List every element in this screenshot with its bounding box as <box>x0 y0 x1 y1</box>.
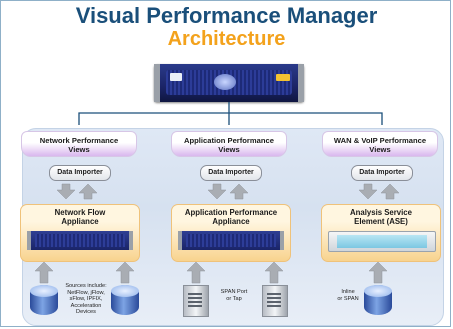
source-text: Inline <box>341 289 355 295</box>
ase-device-icon <box>328 231 436 252</box>
data-importer-application: Data Importer <box>200 165 262 181</box>
source-text: or Tap <box>226 295 242 302</box>
router-icon <box>111 285 139 315</box>
source-label-network: Sources include: NetFlow, jFlow, sFlow, … <box>60 283 112 316</box>
source-text: Sources include: <box>65 283 107 289</box>
view-label: Views <box>218 145 240 154</box>
application-performance-views: Application Performance Views <box>171 131 287 157</box>
appliance-device-icon <box>178 231 284 250</box>
appliance-label: Analysis Service <box>350 208 412 217</box>
source-text: NetFlow, jFlow, <box>67 289 105 296</box>
view-label: Views <box>68 145 90 154</box>
diagram-subtitle: Architecture <box>167 28 286 50</box>
source-label-wan: Inline or SPAN <box>330 289 366 302</box>
wan-voip-performance-views: WAN & VoIP Performance Views <box>322 131 438 157</box>
diagram-title: Visual Performance Manager <box>75 3 378 28</box>
view-label: Network Performance <box>39 136 119 145</box>
router-icon <box>30 285 58 315</box>
view-label: WAN & VoIP Performance <box>333 136 427 145</box>
source-text: Acceleration <box>70 302 102 309</box>
source-label-application: SPAN Port or Tap <box>212 289 256 302</box>
switch-icon <box>183 285 209 317</box>
view-label: Application Performance <box>184 136 274 145</box>
appliance-device-icon <box>27 231 133 250</box>
source-text: Devices <box>76 309 96 315</box>
source-text: SPAN Port <box>220 289 248 295</box>
data-importer-wan: Data Importer <box>351 165 413 181</box>
router-icon <box>364 285 392 315</box>
network-performance-views: Network Performance Views <box>21 131 137 157</box>
data-importer-network: Data Importer <box>49 165 111 181</box>
vpm-server-icon <box>154 64 304 102</box>
appliance-label: Appliance <box>61 217 99 226</box>
appliance-label: Appliance <box>212 217 250 226</box>
appliance-label: Network Flow <box>54 208 106 217</box>
appliance-label: Element (ASE) <box>354 217 408 226</box>
switch-icon <box>262 285 288 317</box>
source-text: or SPAN <box>337 295 359 302</box>
view-label: Views <box>369 145 391 154</box>
source-text: sFlow, IPFIX, <box>69 296 103 302</box>
appliance-label: Application Performance <box>184 208 278 217</box>
